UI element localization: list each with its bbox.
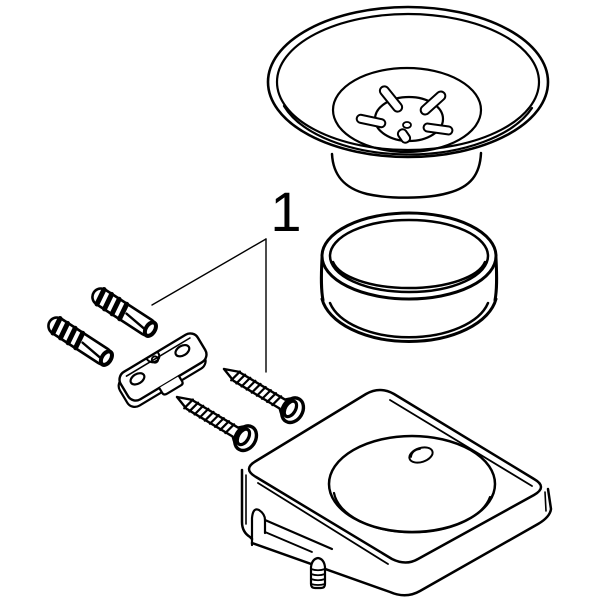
callout-label: 1 <box>270 180 301 243</box>
bowl-floor <box>331 66 483 154</box>
screw-threads <box>230 370 283 407</box>
plate-top-notch <box>145 350 161 364</box>
mounting-plate <box>117 332 208 408</box>
ring-bottom-outer <box>320 297 498 343</box>
plate-notch-hole <box>150 355 160 364</box>
set-screw-threads <box>310 568 326 586</box>
holder-cup-bore <box>332 491 492 534</box>
anchor-mouth <box>98 349 114 367</box>
mounting-screw-upper <box>222 367 306 425</box>
mounting-screw-lower <box>175 395 259 453</box>
plate-screw-hole-left <box>129 372 146 386</box>
screw-threads <box>183 398 236 435</box>
screw-head-dome <box>282 399 299 419</box>
holder-side-silhouette <box>240 468 553 597</box>
ring-bottom-inner <box>328 301 490 339</box>
screw-head <box>232 424 259 453</box>
holder-edge-chamfer-sw <box>257 482 389 565</box>
set-screw <box>309 556 327 590</box>
screw-head <box>279 396 306 425</box>
leader-line-diagonal <box>151 238 267 306</box>
screw-shaft <box>175 395 244 443</box>
plate-bottom-tab <box>158 374 184 396</box>
anchor-mouth <box>142 320 158 338</box>
bowl-lip-arc <box>282 104 534 156</box>
anchor-slit <box>81 341 102 359</box>
soap-dish-bowl <box>266 5 550 199</box>
ring-side-right <box>493 256 499 302</box>
support-ring <box>319 211 499 343</box>
screw-shaft <box>222 367 291 415</box>
bowl-foot <box>330 151 483 199</box>
holder-edge-chamfer-ne <box>389 399 533 487</box>
bowl-center-hole <box>402 121 412 129</box>
holder-corner-edge-e <box>544 491 547 512</box>
wall-mount-holder <box>240 388 553 597</box>
wall-anchor-lower <box>47 315 114 367</box>
holder-hook-slot <box>250 508 334 553</box>
ring-side-left <box>319 256 325 302</box>
anchor-ribs <box>50 315 86 351</box>
plate-screw-hole-right <box>174 343 191 358</box>
wall-anchor-upper <box>91 286 158 338</box>
callout: 1 <box>151 180 302 373</box>
bowl-drain-ribs <box>355 85 454 144</box>
anchor-slit <box>125 312 146 330</box>
holder-drain-slot-wall <box>410 448 421 458</box>
screw-head-dome <box>235 427 252 447</box>
anchor-ribs <box>94 286 130 322</box>
ring-inner-edge <box>331 260 487 290</box>
